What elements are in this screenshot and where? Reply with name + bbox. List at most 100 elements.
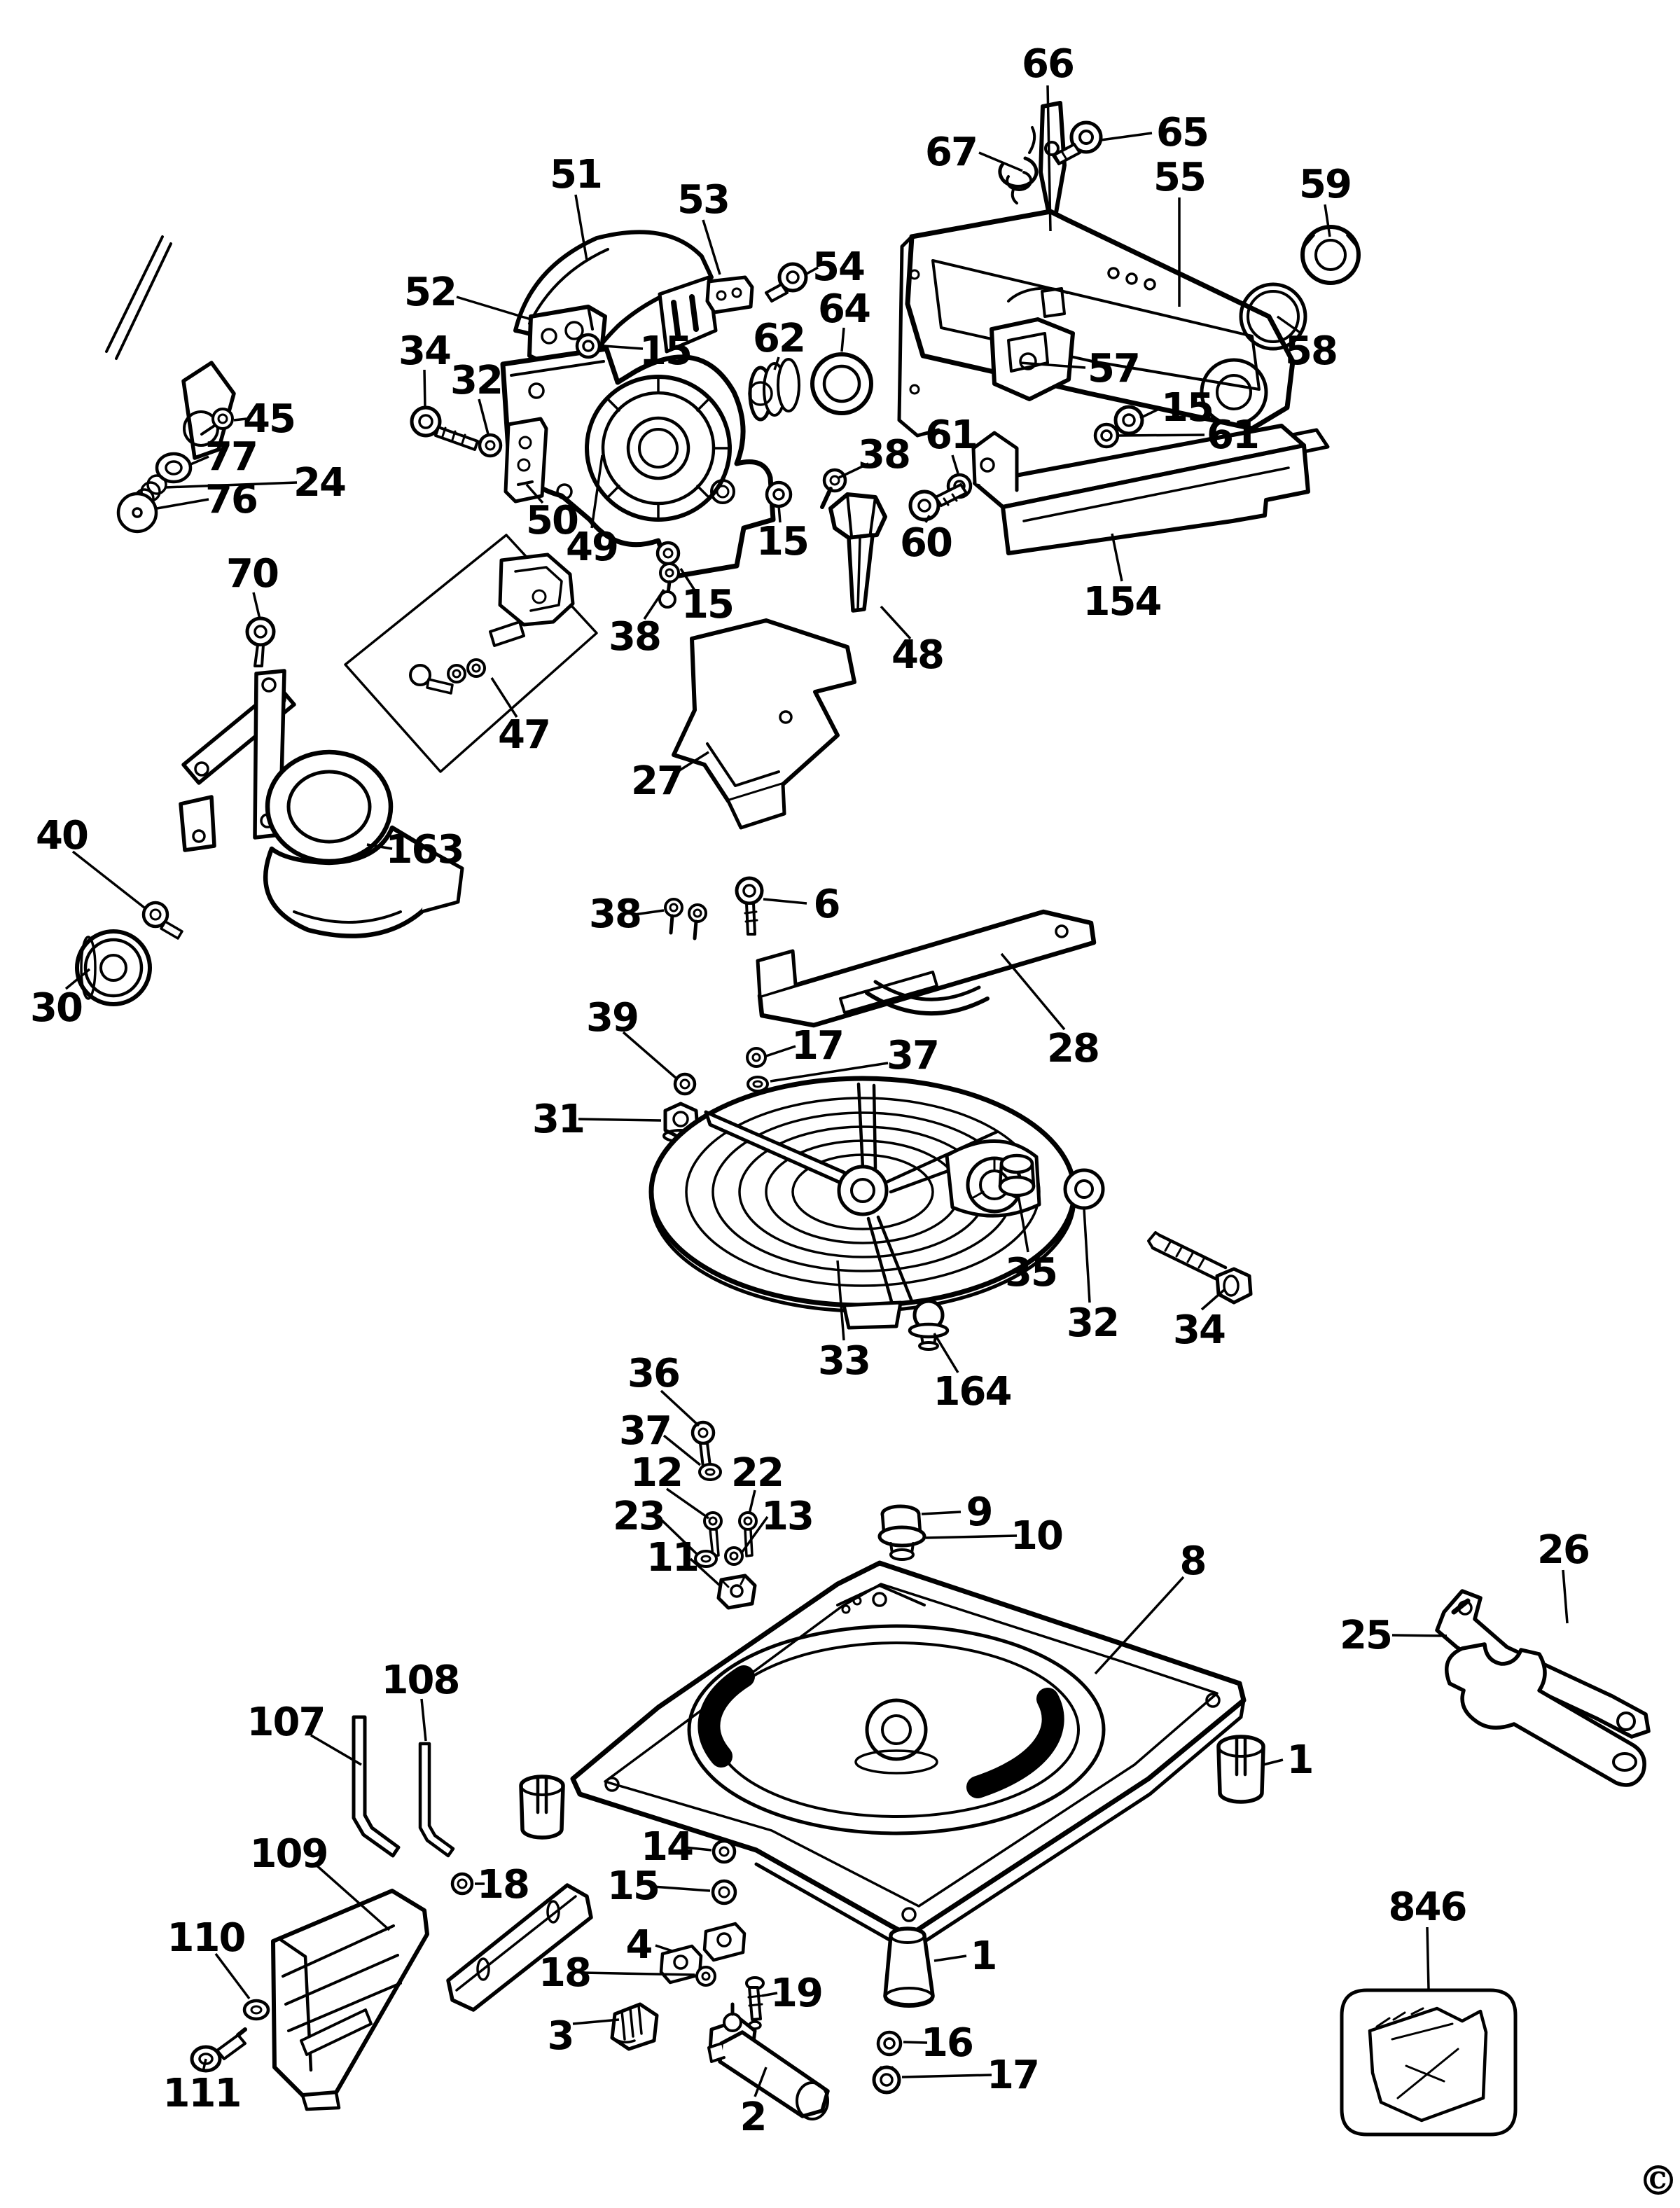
part-number-label: 15 <box>681 582 733 627</box>
part-number-label: 26 <box>1537 1527 1589 1573</box>
leader-line <box>777 505 782 523</box>
part-number-label: 53 <box>677 177 729 223</box>
plate-50 <box>504 417 548 504</box>
leader-line <box>924 515 931 523</box>
bolt-34-low <box>1147 1231 1253 1305</box>
ring-64 <box>810 352 873 415</box>
part-number-label: 18 <box>539 1950 590 1996</box>
nut-59 <box>1300 225 1361 285</box>
leader-line <box>574 194 588 261</box>
part-number-label: 3 <box>548 2013 574 2059</box>
leader-line <box>748 1490 756 1515</box>
leader-line <box>1094 1576 1185 1675</box>
leader-line <box>765 1045 796 1057</box>
leader-line <box>901 2074 992 2078</box>
part-number-label: 48 <box>891 632 943 678</box>
leader-line <box>622 1031 678 1080</box>
washer-37-low <box>698 1463 722 1481</box>
nut-14 <box>711 1839 737 1864</box>
leader-line <box>310 1734 362 1766</box>
housing-49 <box>500 346 776 580</box>
nut-15-base <box>711 1879 737 1905</box>
screw-65 <box>1052 120 1103 165</box>
leader-line <box>679 568 697 593</box>
clamp-2 <box>707 2002 830 2120</box>
part-number-label: 65 <box>1156 110 1208 155</box>
foot-left <box>519 1775 565 1840</box>
bushing-35 <box>998 1153 1036 1197</box>
part-number-label: 61 <box>1207 412 1258 458</box>
roller-30 <box>75 929 152 1006</box>
roller-62 <box>748 358 800 422</box>
screw-54 <box>765 262 808 303</box>
block-3 <box>610 2002 659 2051</box>
leader-line <box>1083 1208 1091 1303</box>
part-number-label: 64 <box>818 286 870 332</box>
nut-15-top <box>575 333 602 359</box>
leader-line <box>1017 1194 1029 1253</box>
leader-line <box>805 266 819 276</box>
leader-line <box>662 1434 702 1466</box>
part-number-label: 15 <box>639 328 691 374</box>
nut-13 <box>724 1546 744 1566</box>
leader-line <box>1000 952 1066 1031</box>
part-number-label: 70 <box>226 551 278 597</box>
leader-line <box>689 1557 723 1588</box>
part-number-label: 15 <box>1161 385 1213 431</box>
hex-key-107 <box>352 1715 401 1858</box>
part-number-label: 77 <box>205 434 257 480</box>
part-number-label: 2 <box>740 2095 766 2140</box>
screw-40 <box>141 901 183 940</box>
part-number-label: 8 <box>1180 1539 1206 1584</box>
kit-box-47 <box>344 534 598 773</box>
part-number-label: 62 <box>753 316 805 361</box>
part-number-label: 846 <box>1389 1884 1466 1930</box>
washer-16 <box>876 2030 903 2057</box>
part-number-label: 107 <box>247 1700 325 1745</box>
part-number-label: 23 <box>613 1494 665 1539</box>
leader-line <box>71 850 146 909</box>
washer-110 <box>242 1999 270 2021</box>
part-number-label: 52 <box>404 270 456 315</box>
leader-line <box>665 1487 710 1520</box>
part-number-label: 38 <box>609 614 660 660</box>
leader-line <box>214 1952 251 2000</box>
kit-bag-846 <box>1340 1988 1518 2137</box>
leader-line <box>456 296 532 321</box>
part-number-label: 28 <box>1047 1026 1099 1071</box>
part-number-label: 10 <box>1011 1513 1062 1559</box>
leader-line <box>156 498 209 510</box>
leader-line <box>1276 315 1303 335</box>
part-number-label: 60 <box>900 520 952 566</box>
leader-line <box>165 481 298 489</box>
part-number-label: 9 <box>966 1490 992 1535</box>
part-number-label: 11 <box>646 1535 698 1581</box>
part-number-label: 54 <box>812 244 864 290</box>
part-number-label: 16 <box>921 2020 973 2066</box>
nut-15-mid <box>765 480 793 508</box>
wrench-25 <box>1445 1642 1646 1787</box>
leader-line <box>741 1515 769 1553</box>
part-number-label: 6 <box>814 882 840 927</box>
part-number-label: 59 <box>1299 162 1351 207</box>
part-number-label: 17 <box>791 1023 843 1069</box>
screw-60 <box>908 483 968 522</box>
knob-9-10 <box>877 1504 926 1561</box>
leader-line <box>572 2018 620 2025</box>
bracket-57 <box>990 317 1075 401</box>
part-number-label: 38 <box>589 891 641 937</box>
leader-line <box>202 2058 207 2072</box>
slide-arm-28 <box>756 909 1097 1028</box>
leader-line <box>657 1515 699 1556</box>
leader-line <box>1100 132 1153 141</box>
leader-line <box>64 968 91 990</box>
leader-line <box>978 151 1023 172</box>
leader-line <box>1391 1634 1448 1637</box>
part-number-label: 15 <box>756 519 808 564</box>
part-number-label: 35 <box>1005 1250 1057 1296</box>
part-number-label: 1 <box>1287 1737 1313 1783</box>
part-number-label: 49 <box>566 525 618 570</box>
screws-38-table <box>664 898 707 940</box>
block-53 <box>705 275 754 314</box>
